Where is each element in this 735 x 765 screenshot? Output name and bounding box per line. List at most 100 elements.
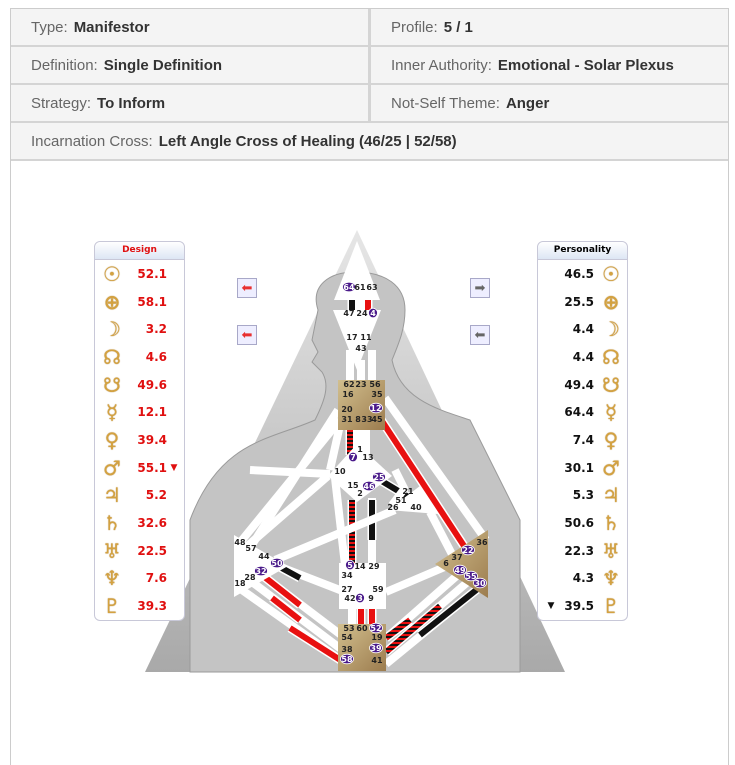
gate-23: 23	[355, 380, 366, 389]
gate-30: 30	[474, 579, 486, 588]
cross-cell: Incarnation Cross:Left Angle Cross of He…	[11, 123, 728, 159]
gate-46: 46	[363, 482, 375, 491]
gate-56: 56	[369, 380, 381, 389]
active-gate-marker	[369, 642, 383, 654]
personality-value: 4.3	[572, 571, 594, 586]
gate-55: 55	[465, 572, 477, 581]
pluto-icon: ♇	[602, 594, 620, 619]
gate-35: 35	[371, 390, 383, 399]
summary-table: Type:Manifestor Profile:5 / 1 Definition…	[10, 8, 729, 161]
chart-area	[10, 157, 729, 765]
gate-54: 54	[341, 633, 353, 642]
personality-row: 50.6 ♄	[538, 509, 627, 537]
g-center	[328, 444, 392, 502]
gate-3: 3	[357, 594, 363, 603]
gate-10: 10	[334, 467, 346, 476]
design-value: 12.1	[137, 405, 167, 420]
active-gate-marker	[473, 577, 487, 589]
personality-row: 4.4☽	[538, 315, 627, 343]
heart-center	[388, 486, 438, 514]
design-row: ♆7.6	[95, 565, 184, 593]
design-arrow-left-icon[interactable]: ⬅	[237, 278, 257, 298]
gate-53: 53	[343, 624, 354, 633]
saturn-icon: ♄	[602, 511, 620, 536]
strategy-cell: Strategy:To Inform	[11, 85, 368, 121]
gate-15: 15	[347, 481, 359, 490]
design-title: Design	[95, 242, 184, 260]
active-gate-marker	[461, 544, 475, 556]
gate-6: 6	[443, 559, 449, 568]
personality-row: 5.3♃	[538, 482, 627, 510]
gate-27: 27	[341, 585, 352, 594]
jupiter-icon: ♃	[602, 483, 620, 508]
design-value: 3.2	[145, 322, 167, 337]
design-value: 49.6	[137, 377, 167, 392]
gate-21: 21	[402, 487, 414, 496]
channel	[260, 572, 302, 608]
gate-28: 28	[244, 573, 256, 582]
authority-label: Inner Authority:	[391, 56, 492, 74]
personality-title: Personality	[538, 242, 627, 260]
design-row: ♄32.6	[95, 509, 184, 537]
gate-5: 5	[347, 561, 353, 570]
personality-value: 4.4	[572, 322, 594, 337]
personality-value: 50.6	[564, 516, 594, 531]
moon-icon: ☽	[103, 317, 121, 342]
personality-value: 25.5	[564, 294, 594, 309]
venus-icon: ♀	[603, 427, 619, 452]
earth-icon: ⊕	[602, 289, 620, 314]
personality-row: 30.1 ♂	[538, 454, 627, 482]
personality-row: 49.4☋	[538, 371, 627, 399]
personality-value: 64.4	[564, 405, 594, 420]
active-gate-marker	[340, 653, 354, 665]
mars-icon: ♂	[103, 455, 121, 480]
channel	[381, 395, 490, 543]
gate-50: 50	[271, 559, 283, 568]
active-gate-marker	[464, 570, 478, 582]
gate-34: 34	[341, 571, 353, 580]
design-panel: Design ☉52.1⊕58.1☽3.2☊4.6☋49.6☿12.1♀39.4…	[94, 241, 185, 621]
design-row: ♀39.4	[95, 426, 184, 454]
personality-value: 46.5	[564, 266, 594, 281]
gate-24: 24	[356, 309, 368, 318]
gate-36: 36	[476, 538, 488, 547]
north-node-icon: ☊	[602, 344, 620, 369]
channel	[242, 472, 331, 552]
active-gate-marker	[270, 557, 284, 569]
design-row: ☋49.6	[95, 371, 184, 399]
gate-52: 52	[370, 624, 381, 633]
active-gate-marker	[453, 564, 467, 576]
gate-41: 41	[371, 656, 383, 665]
gate-13: 13	[362, 453, 373, 462]
definition-value: Single Definition	[103, 56, 223, 74]
mercury-icon: ☿	[604, 400, 618, 425]
design-value: 32.6	[137, 516, 167, 531]
design-value: 58.1	[137, 294, 167, 309]
personality-arrow-left-icon[interactable]: ⬅	[470, 325, 490, 345]
personality-arrow-right-icon[interactable]: ➡	[470, 278, 490, 298]
gate-51: 51	[395, 496, 407, 505]
design-row: ☊4.6	[95, 343, 184, 371]
venus-icon: ♀	[104, 427, 120, 452]
design-row: ♅22.5	[95, 537, 184, 565]
profile-cell: Profile:5 / 1	[368, 9, 728, 45]
personality-row: 7.4♀	[538, 426, 627, 454]
strategy-value: To Inform	[97, 94, 166, 112]
personality-value: 22.3	[564, 543, 594, 558]
channel	[426, 510, 459, 562]
active-gate-marker	[345, 559, 355, 571]
gate-32: 32	[255, 567, 266, 576]
active-gate-marker	[254, 565, 268, 577]
earth-icon: ⊕	[103, 289, 121, 314]
gate-2: 2	[357, 489, 363, 498]
design-arrow-left-icon-2[interactable]: ⬅	[237, 325, 257, 345]
design-value: 55.1	[137, 460, 167, 475]
gate-18: 18	[234, 579, 246, 588]
gate-37: 37	[451, 553, 462, 562]
gate-11: 11	[360, 333, 372, 342]
personality-value: 30.1	[564, 460, 594, 475]
gate-7: 7	[350, 453, 356, 462]
gate-4: 4	[370, 309, 376, 318]
mars-icon: ♂	[602, 455, 620, 480]
